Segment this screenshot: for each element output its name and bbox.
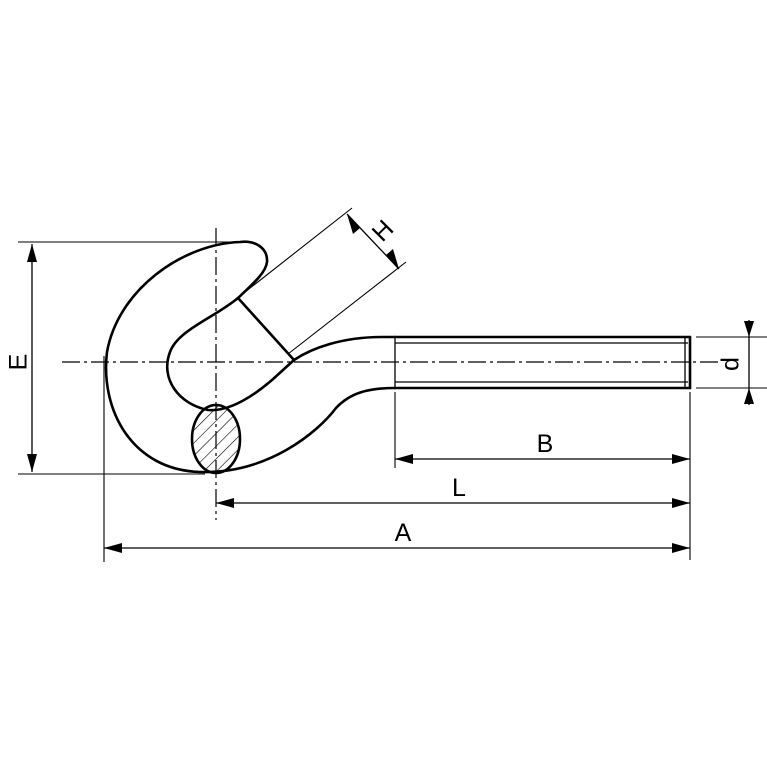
arrow-H-bottom: [386, 249, 399, 269]
arrow-A-right: [672, 543, 690, 553]
arrow-B-left: [395, 454, 413, 464]
label-d: d: [717, 357, 745, 371]
arrow-E-bottom: [27, 454, 37, 472]
label-E: E: [5, 354, 33, 371]
extension-lines: [18, 207, 767, 562]
arrow-B-right: [672, 454, 690, 464]
arrow-L-left: [216, 498, 234, 508]
arrow-E-top: [27, 244, 37, 262]
dim-line-H: [346, 213, 400, 270]
hook-body: [104, 240, 397, 474]
dimension-lines: [27, 213, 754, 553]
arrow-d-bottom: [744, 388, 754, 404]
threaded-shank: [393, 335, 692, 390]
arrow-d-top: [744, 321, 754, 337]
dimension-labels: E H d B L A: [5, 215, 745, 547]
label-L: L: [452, 474, 466, 502]
arrow-H-top: [347, 214, 360, 234]
arrow-A-left: [104, 543, 122, 553]
label-B: B: [537, 430, 554, 458]
center-lines: [62, 228, 718, 520]
label-A: A: [395, 519, 412, 547]
hook-inner-contour: [165, 296, 296, 412]
hook-outer-contour: [104, 240, 397, 474]
ext-H-upper: [239, 207, 353, 297]
hatched-section: [190, 403, 242, 475]
label-H: H: [367, 215, 400, 248]
arrow-L-right: [672, 498, 690, 508]
ext-H-lower: [287, 261, 407, 355]
